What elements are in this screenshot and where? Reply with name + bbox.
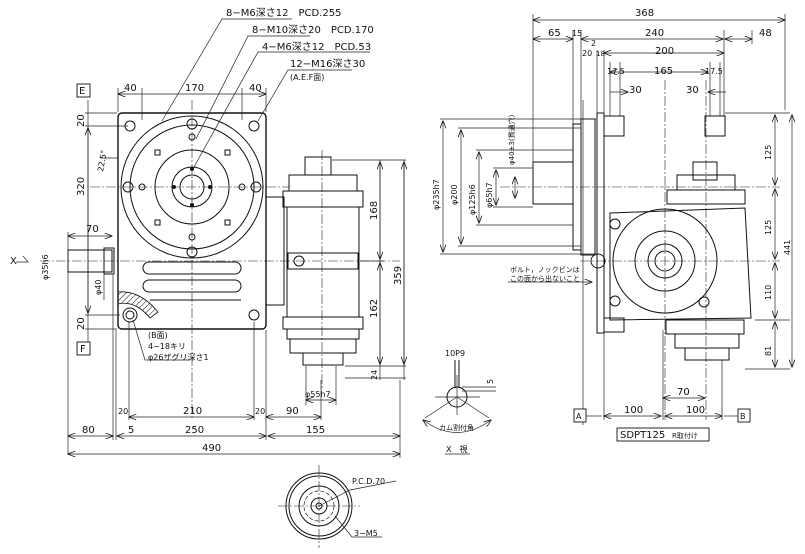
datum-e-box: [76, 83, 91, 98]
key-depth: 5: [486, 379, 495, 384]
dim-240: 240: [645, 28, 664, 39]
dim-110: 110: [764, 285, 773, 300]
dim-17-5a: 17.5: [607, 67, 625, 76]
callout-pcd170: 8−M10深さ20 PCD.170: [252, 24, 374, 36]
dim-top-right: 40: [249, 83, 262, 94]
dim-b20b: 20: [255, 407, 265, 416]
callout-pcd53: 4−M6深さ12 PCD.53: [262, 41, 371, 53]
callout-m16: 12−M16深さ30: [290, 58, 365, 70]
view-mark-x: X: [10, 256, 17, 267]
dim-441: 441: [783, 240, 792, 255]
dim-shaft-len: 70: [86, 224, 99, 235]
datum-e: E: [79, 86, 85, 97]
cam-angle-label: カム割付角: [439, 423, 474, 432]
dim-angle: 22.5°: [96, 149, 109, 172]
dim-b250: 250: [185, 425, 204, 436]
dim-b80: 80: [82, 425, 95, 436]
datum-b-box: [737, 408, 751, 423]
dim-65-dia: φ65h7: [485, 182, 494, 208]
bolt-holes: [122, 118, 262, 323]
side-view: 368 65 15 240 48 2 20 18 200 17.5 165 17…: [432, 8, 792, 442]
dim-top-left: 40: [124, 83, 137, 94]
datum-b: B: [740, 412, 746, 421]
dim-b490: 490: [202, 443, 221, 454]
front-dim-lines: [68, 18, 406, 458]
dim-162: 162: [369, 299, 380, 318]
callout-base-drill: 4−18キリ: [148, 342, 186, 351]
bottom-pcd: P.C.D.70: [352, 477, 385, 486]
callout-m16-note: (A.E.F面): [290, 73, 324, 82]
side-unit: [265, 150, 364, 390]
section-hatch: [117, 291, 159, 319]
dim-125-dia: φ125h6: [468, 184, 477, 215]
callout-pcd255: 8−M6深さ12 PCD.255: [226, 7, 341, 19]
dim-100b: 100: [686, 405, 705, 416]
dim-125b: 125: [764, 220, 773, 235]
callout-counterbore: φ26ザグリ深さ1: [148, 352, 209, 362]
dim-165: 165: [654, 66, 673, 77]
dim-2: 2: [591, 39, 596, 48]
dim-125a: 125: [764, 145, 773, 160]
dim-shaft-dia: φ35h6: [41, 254, 50, 280]
model-label: SDPT125: [620, 430, 665, 441]
datum-f-box: [76, 341, 91, 356]
model-suffix: R取付け: [672, 431, 698, 440]
dim-70-side: 70: [677, 387, 690, 398]
dim-15: 15: [572, 29, 582, 38]
dim-359: 359: [393, 266, 404, 285]
dim-30a: 30: [629, 85, 642, 96]
dim-b20a: 20: [118, 407, 128, 416]
dim-left-bottom: 20: [76, 317, 87, 330]
bottom-holes: 3−M5: [354, 529, 378, 538]
dim-100a: 100: [624, 405, 643, 416]
dim-b155: 155: [306, 425, 325, 436]
dim-40-dia: φ40±3(貫通穴): [507, 114, 516, 165]
dim-200-dia: φ200: [450, 184, 459, 205]
key-width: 10P9: [445, 349, 465, 358]
dim-shaft-collar: φ40: [94, 280, 103, 295]
note-line2: この面から出ないこと: [510, 274, 580, 283]
dim-20: 20: [582, 49, 592, 58]
dim-24: 24: [370, 370, 379, 380]
x-view: 10P9 5 カム割付角 X 視: [423, 349, 496, 455]
dim-left-top: 20: [76, 114, 87, 127]
x-view-label: X 視: [446, 445, 467, 454]
dim-left-height: 320: [76, 177, 87, 196]
dim-168: 168: [369, 201, 380, 220]
dim-b90: 90: [286, 406, 299, 417]
dim-81: 81: [764, 346, 773, 356]
dim-b5: 5: [128, 425, 134, 436]
dim-235: φ235h7: [432, 179, 441, 210]
dim-top-mid: 170: [185, 83, 204, 94]
dim-200: 200: [655, 46, 674, 57]
dim-48: 48: [759, 28, 772, 39]
dim-bottom-shaft: φ55h7: [305, 390, 331, 399]
dim-65: 65: [548, 28, 561, 39]
bottom-view: P.C.D.70 3−M5: [278, 465, 397, 548]
dim-17-5b: 17.5: [705, 67, 723, 76]
side-dim-lines: [440, 14, 792, 425]
front-view: E F 8−M6深さ12 PCD.255 8−M10深さ20 PCD.170 4…: [10, 7, 406, 458]
dim-b210: 210: [183, 406, 202, 417]
dim-30b: 30: [686, 85, 699, 96]
model-label-box: [616, 427, 710, 442]
datum-f: F: [80, 344, 86, 355]
datum-a: A: [576, 412, 582, 421]
dim-368: 368: [635, 8, 654, 19]
callout-b-face: (B面): [148, 331, 168, 340]
datum-a-box: [573, 408, 587, 423]
note-line1: ボルト，ノックピンは: [510, 266, 580, 274]
dim-18: 18: [596, 50, 605, 58]
